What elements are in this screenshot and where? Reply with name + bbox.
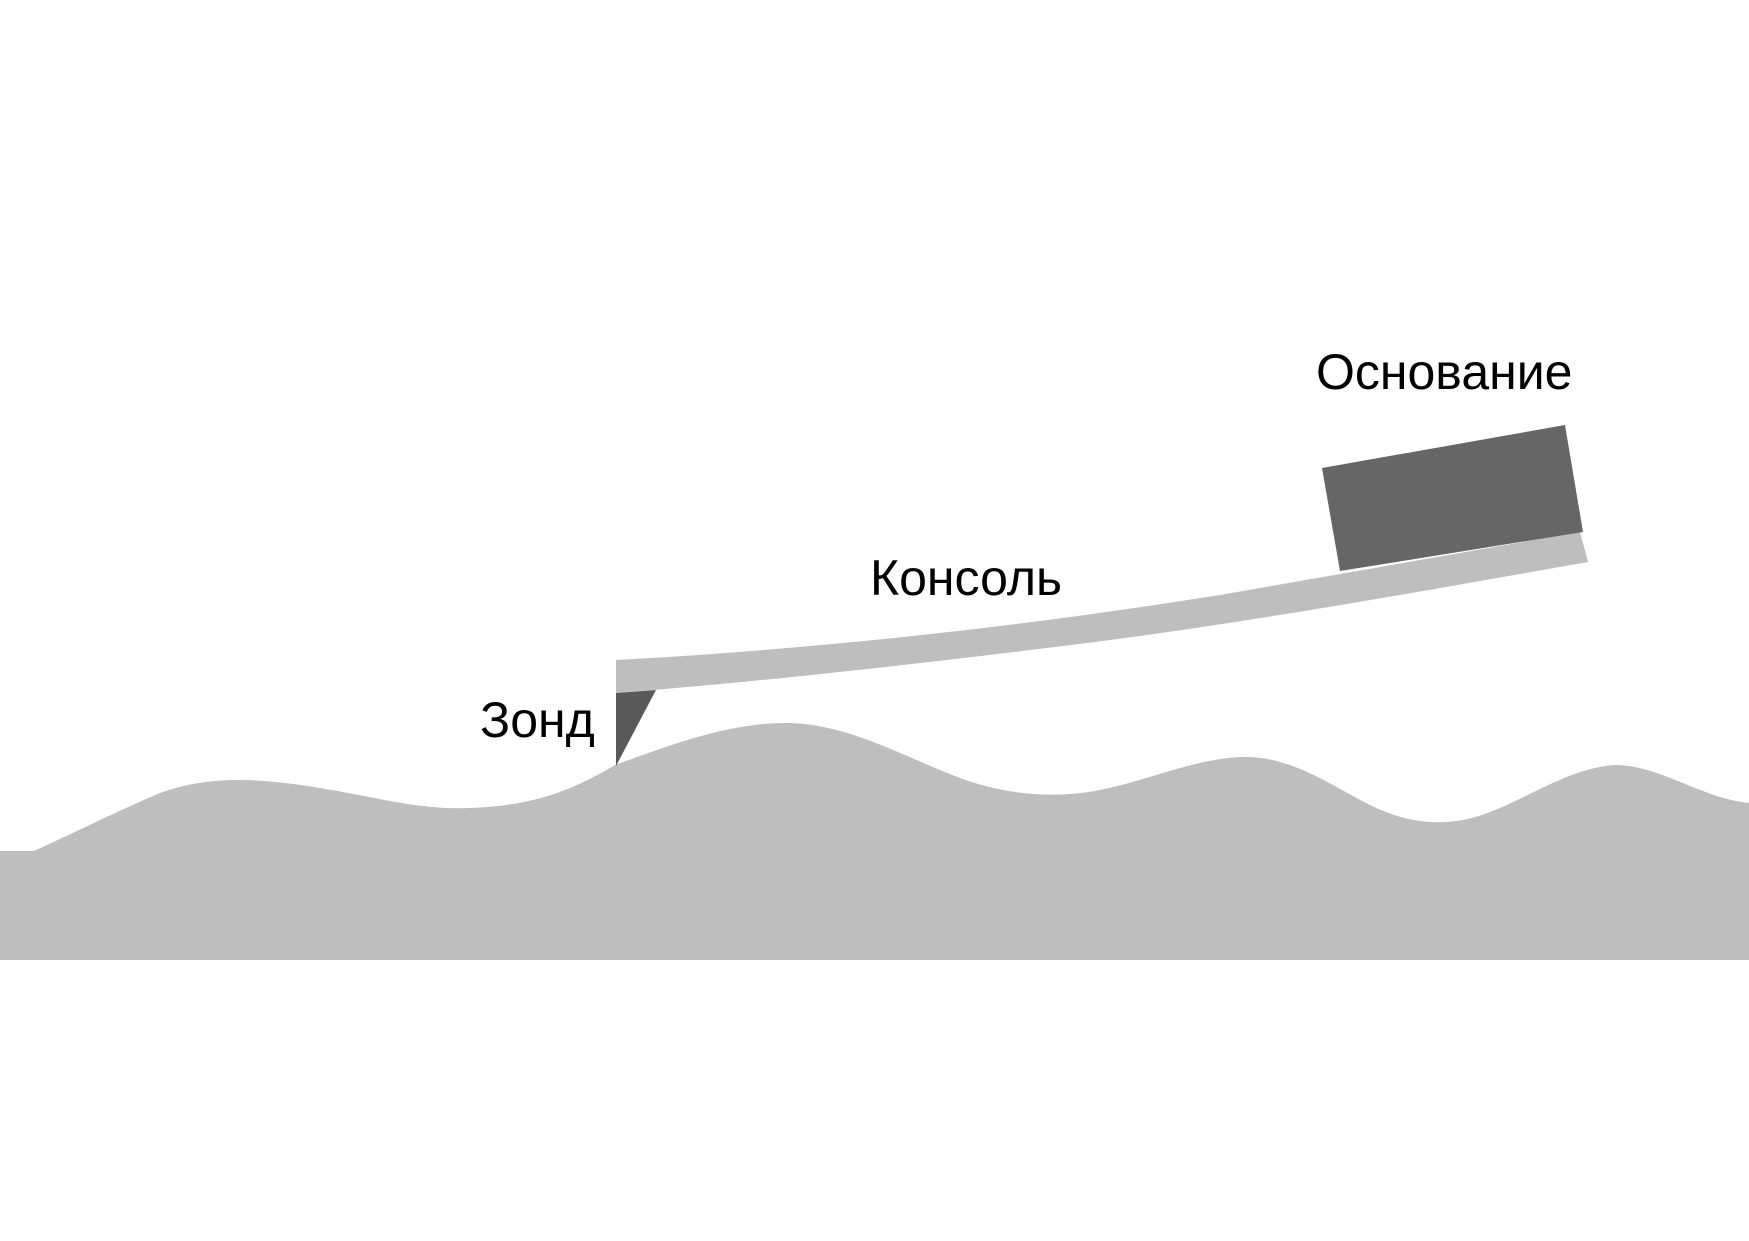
cantilever-label: Консоль — [870, 550, 1062, 606]
sample-surface — [0, 722, 1749, 960]
probe-tip — [616, 690, 656, 766]
probe-label: Зонд — [480, 692, 595, 748]
cantilever — [616, 532, 1588, 693]
cantilever-base — [1322, 425, 1583, 571]
base-label: Основание — [1316, 344, 1572, 400]
